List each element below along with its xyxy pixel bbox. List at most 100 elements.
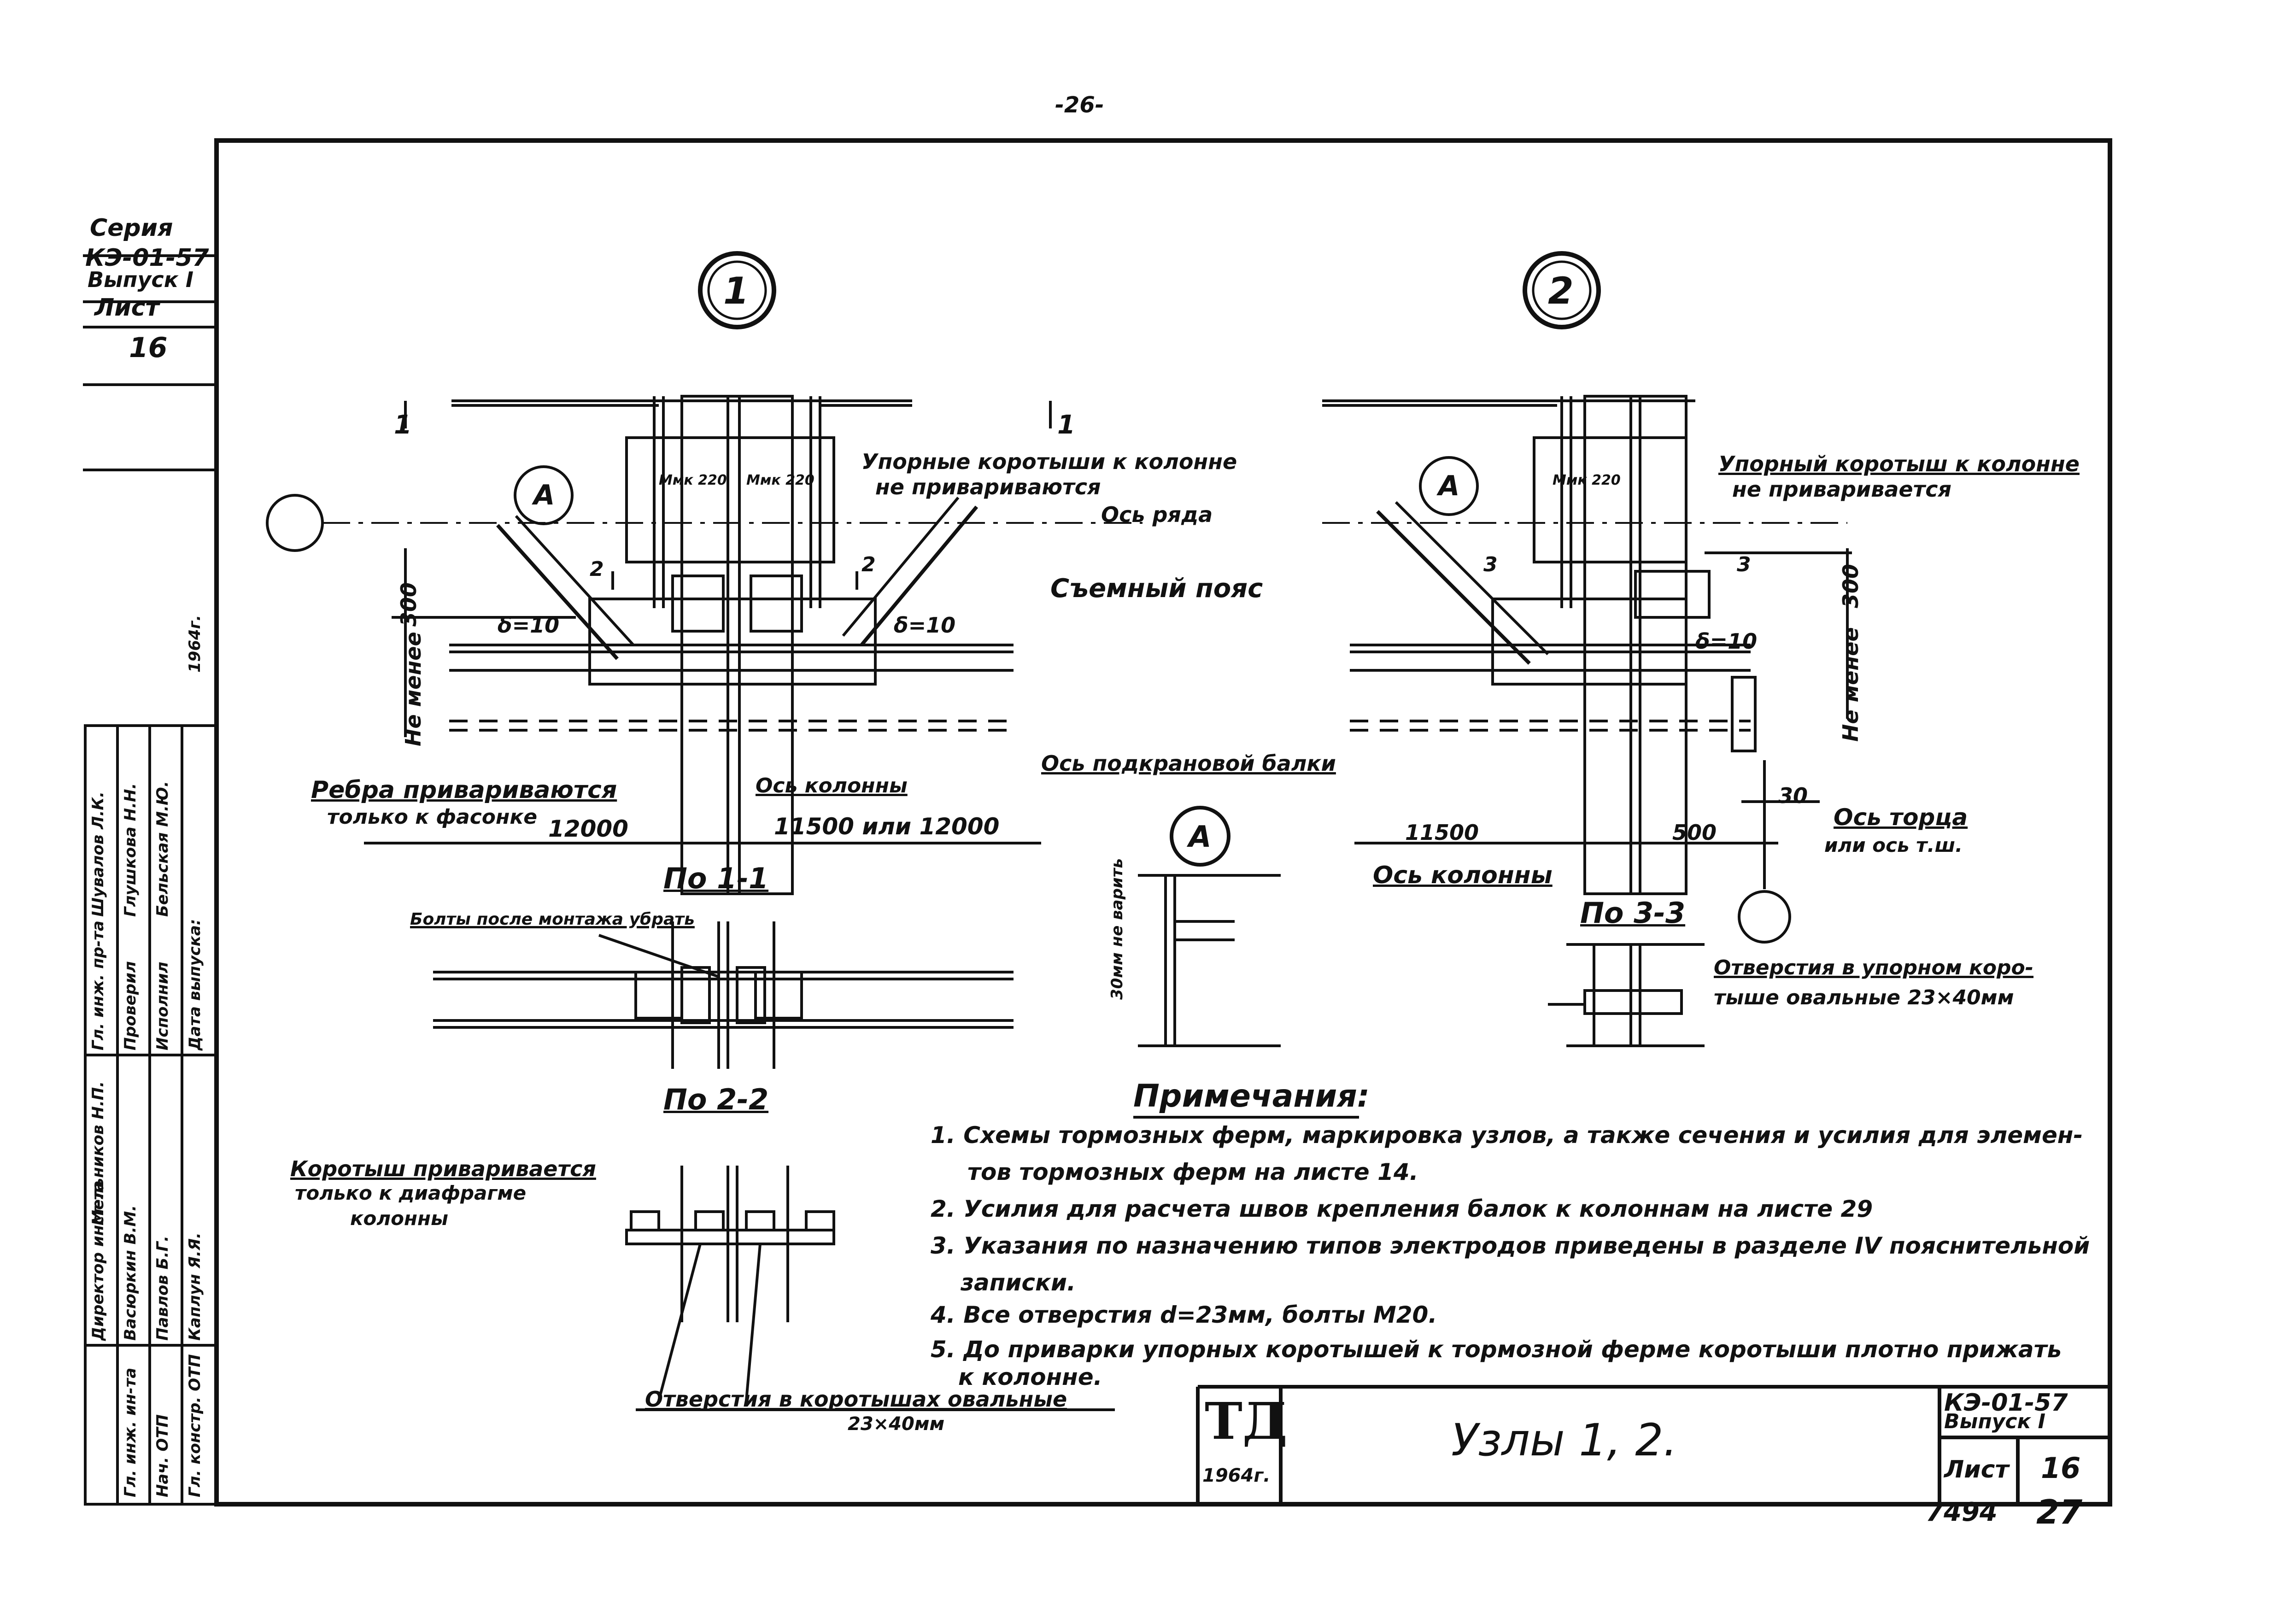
title-logo: ТД bbox=[1205, 1391, 1288, 1451]
label-column-axis-2: Ось колонны bbox=[1373, 862, 1553, 889]
sig-role-2: Гл. инж. ин-та bbox=[121, 1367, 140, 1497]
section-3-3-note-2: тыше овальные 23×40мм bbox=[1714, 986, 2014, 1009]
section-2-2-note-2: только к диафрагме bbox=[295, 1182, 527, 1204]
note-line-3: 2. Усилия для расчета швов крепления бал… bbox=[931, 1196, 1873, 1222]
label-thk10-b: δ=10 bbox=[894, 613, 956, 638]
note-line-5: записки. bbox=[961, 1269, 1076, 1296]
series-label: Серия bbox=[90, 214, 173, 242]
axis-circle-right bbox=[1738, 890, 1791, 944]
detail-a-label-1: A bbox=[533, 479, 555, 511]
dim-11500-or-12000: 11500 или 12000 bbox=[774, 813, 1000, 840]
detail-a-circle-big bbox=[1170, 806, 1230, 867]
series-sheet-number: 16 bbox=[129, 332, 168, 364]
label-column-axis: Ось колонны bbox=[756, 774, 908, 797]
detail-a-drawing bbox=[1138, 874, 1281, 1047]
tb-series-code: КЭ-01-57 bbox=[1944, 1389, 2068, 1417]
label-m-right: Mмк 220 bbox=[746, 472, 814, 488]
series-issue: Выпуск I bbox=[88, 267, 194, 292]
section-2-2-title: По 2-2 bbox=[663, 1083, 769, 1116]
sig-role-5: Гл. инж. пр-та bbox=[89, 920, 107, 1050]
dim-12000: 12000 bbox=[548, 815, 628, 842]
section-2-2-note-3: колонны bbox=[350, 1207, 448, 1230]
label-stop-short-single: Упорный коротыш к колонне bbox=[1718, 451, 2080, 476]
label-not-welded-plural: не привариваются bbox=[875, 475, 1101, 499]
dim-11500: 11500 bbox=[1405, 820, 1479, 845]
detail-a-circle-2 bbox=[1419, 456, 1479, 516]
tb-issue: Выпуск I bbox=[1944, 1410, 2046, 1433]
label-sec3-right: 3 bbox=[1737, 553, 1751, 576]
detail-a-label-big: A bbox=[1189, 820, 1212, 854]
node-2-drawing bbox=[1322, 395, 1852, 895]
series-sheet-label: Лист bbox=[94, 294, 159, 322]
label-m-left: Mмк 220 bbox=[659, 472, 727, 488]
section-3-3-title: По 3-3 bbox=[1580, 896, 1686, 930]
sig-role-6: Проверил bbox=[121, 961, 140, 1050]
footer-right-number: 27 bbox=[2036, 1493, 2083, 1531]
section-1-1-drawing bbox=[433, 921, 1014, 1069]
node-2-circle-inner bbox=[1532, 260, 1592, 320]
tb-sheet-number: 16 bbox=[2041, 1451, 2081, 1485]
note-line-7: 5. До приварки упорных коротышей к тормо… bbox=[931, 1336, 2062, 1363]
label-crane-beam-axis: Ось подкрановой балки bbox=[1041, 751, 1336, 776]
sig-name-6: Глушкова Н.Н. bbox=[121, 783, 140, 917]
title-block-lines bbox=[1196, 1385, 2110, 1504]
sig-role-3: Нач. ОТП bbox=[153, 1414, 172, 1497]
dim-300-left: 300 bbox=[396, 582, 421, 627]
signature-strip bbox=[84, 724, 218, 1506]
label-sec2-right: 2 bbox=[861, 553, 876, 576]
section-3-3-drawing bbox=[1548, 943, 1705, 1047]
label-sec3-left: 3 bbox=[1483, 553, 1498, 576]
sig-role-8: Дата выпуска: bbox=[186, 919, 204, 1050]
sig-name-4: Каплун Я.Я. bbox=[186, 1232, 204, 1341]
node-1-label: 1 bbox=[723, 270, 749, 312]
label-sec2-left: 2 bbox=[590, 557, 604, 581]
series-code: КЭ-01-57 bbox=[85, 244, 209, 272]
label-not-less-left: Не менее bbox=[401, 632, 426, 746]
dim-500: 500 bbox=[1672, 820, 1717, 845]
title-logo-year: 1964г. bbox=[1202, 1465, 1271, 1486]
sig-name-5: Шувалов Л.К. bbox=[89, 791, 107, 917]
node-2-circle bbox=[1523, 251, 1601, 329]
section-2-2-holes-size: 23×40мм bbox=[848, 1413, 945, 1435]
label-sec1-left: 1 bbox=[394, 410, 412, 440]
section-3-3-note-1: Отверстия в упорном коро- bbox=[1714, 956, 2034, 979]
label-stop-shorts: Упорные коротыши к колонне bbox=[861, 449, 1237, 474]
label-ribs-welded: Ребра привариваются bbox=[311, 776, 617, 804]
sig-name-7: Бельская М.Ю. bbox=[153, 781, 172, 917]
note-line-4: 3. Указания по назначению типов электрод… bbox=[931, 1232, 2090, 1259]
label-removable-chord: Съемный пояс bbox=[1050, 574, 1263, 604]
section-1-1-title: По 1-1 bbox=[663, 862, 769, 895]
notes-title: Примечания: bbox=[1133, 1078, 1370, 1114]
series-box bbox=[83, 254, 217, 471]
footer-left-number: 7494 bbox=[1926, 1497, 1998, 1527]
label-m-node2: Mмк 220 bbox=[1553, 472, 1621, 488]
drawing-title: Узлы 1, 2. bbox=[1451, 1414, 1677, 1466]
section-2-2-drawing bbox=[625, 1166, 1115, 1411]
page-number: -26- bbox=[1055, 92, 1104, 118]
dim-300-right: 300 bbox=[1838, 563, 1863, 608]
axis-circle-left bbox=[266, 494, 324, 552]
note-line-1: 1. Схемы тормозных ферм, маркировка узло… bbox=[931, 1122, 2083, 1149]
sig-role-7: Исполнил bbox=[153, 962, 172, 1050]
sig-role-4: Гл. констр. ОТП bbox=[186, 1354, 204, 1497]
label-or-axis: или ось т.ш. bbox=[1824, 834, 1963, 856]
label-row-axis: Ось ряда bbox=[1101, 502, 1213, 527]
section-1-1-note: Болты после монтажа убрать bbox=[410, 910, 695, 929]
node-1-circle-inner bbox=[707, 260, 767, 320]
label-sec1-right: 1 bbox=[1057, 410, 1075, 440]
node-2-label: 2 bbox=[1548, 270, 1574, 312]
sig-name-3: Павлов Б.Г. bbox=[153, 1236, 172, 1341]
detail-a-label-2: A bbox=[1438, 470, 1460, 502]
label-thk10-c: δ=10 bbox=[1695, 629, 1758, 654]
label-end-axis: Ось торца bbox=[1834, 804, 1968, 831]
label-not-less-right: Не менее bbox=[1838, 627, 1863, 742]
sig-name-2: Васюркин В.М. bbox=[121, 1205, 140, 1341]
node-1-drawing bbox=[322, 395, 1143, 895]
sig-name-1: Мельников Н.П. bbox=[89, 1081, 107, 1225]
note-line-8: к колонне. bbox=[958, 1364, 1102, 1390]
label-no-weld-30: 30мм не варить bbox=[1108, 858, 1126, 1000]
sig-name-8: 1964г. bbox=[186, 615, 204, 673]
tb-sheet-label: Лист bbox=[1944, 1456, 2009, 1483]
section-2-2-note-1: Коротыш приваривается bbox=[290, 1156, 596, 1181]
